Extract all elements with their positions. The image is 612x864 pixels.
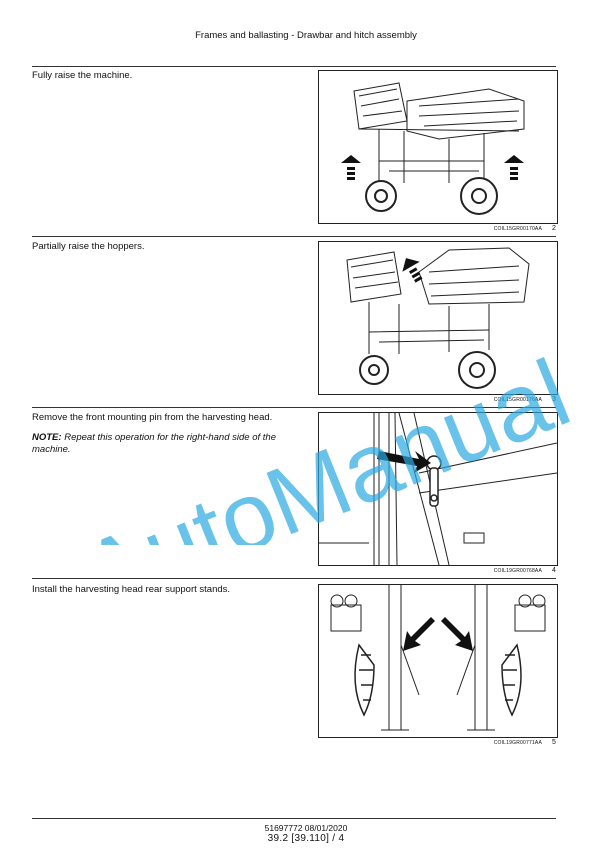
- step-1-text: Fully raise the machine.: [32, 70, 133, 81]
- figure-number: 3: [552, 396, 556, 403]
- footer-page-number: 39.2 [39.110] / 4: [267, 833, 345, 844]
- figure-code: COIL15GR00176AA: [493, 397, 542, 403]
- figure-2-machine-raised: [318, 70, 558, 224]
- figure-number: 5: [552, 739, 556, 746]
- footer-rule: [32, 818, 556, 819]
- figure-number: 4: [552, 567, 556, 574]
- support-stands-illustration: [330, 585, 546, 731]
- figure-number: 2: [552, 225, 556, 232]
- note-label: NOTE:: [32, 432, 62, 443]
- hoppers-raised-illustration: [346, 247, 530, 389]
- step-2-text: Partially raise the hoppers.: [32, 241, 145, 252]
- footer-doc-code: 51697772 08/01/2020: [264, 823, 348, 833]
- step-3-note: NOTE: Repeat this operation for the righ…: [32, 432, 302, 456]
- figure-code: COIL19GR00768AA: [493, 568, 542, 574]
- note-text: Repeat this operation for the right-hand…: [32, 432, 276, 455]
- arrow-down-left-icon: [403, 617, 435, 651]
- header-title: Frames and ballasting - Drawbar and hitc…: [195, 30, 417, 41]
- step-divider: [32, 407, 556, 408]
- step-3-text: Remove the front mounting pin from the h…: [32, 412, 273, 423]
- step-4-text: Install the harvesting head rear support…: [32, 584, 231, 595]
- arrow-up-icon: [402, 258, 423, 283]
- arrow-down-right-icon: [441, 617, 473, 651]
- figure-3-hoppers-raised: [318, 241, 558, 395]
- header-rule: [32, 66, 556, 67]
- figure-5-support-stands: [318, 584, 558, 738]
- figure-code: COIL15GR00170AA: [493, 226, 542, 232]
- arrow-right-icon: [377, 451, 431, 473]
- machine-raised-illustration: [341, 82, 525, 215]
- figure-code: COIL19GR00771AA: [493, 740, 542, 746]
- figure-4-mounting-pin: [318, 412, 558, 566]
- arrow-up-icon: [504, 155, 524, 180]
- step-divider: [32, 578, 556, 579]
- arrow-up-icon: [341, 155, 361, 180]
- step-divider: [32, 236, 556, 237]
- mounting-pin-illustration: [319, 413, 557, 565]
